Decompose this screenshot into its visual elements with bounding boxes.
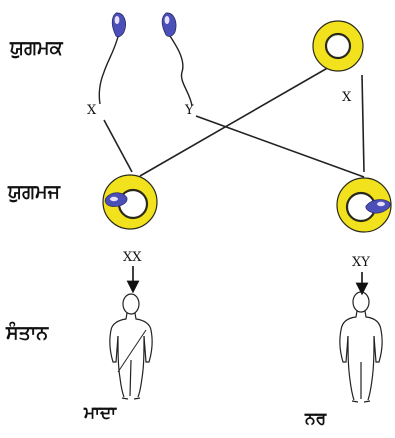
sperm-left — [99, 13, 125, 104]
sperm-right — [162, 13, 192, 106]
male-figure — [340, 292, 382, 402]
female-figure — [110, 294, 152, 399]
zygote-xx-chromosomes: XX — [123, 250, 142, 265]
zygote-xy — [337, 178, 391, 232]
egg-cell — [313, 21, 363, 71]
male-caption: ਨਰ — [305, 409, 326, 429]
zygote-xy-chromosomes: XY — [352, 255, 370, 270]
female-caption: ਮਾਦਾ — [84, 403, 116, 423]
zygote-xx — [103, 175, 157, 229]
egg-chromosome: X — [342, 90, 351, 105]
line-y-sperm-to-xy — [196, 116, 364, 177]
offspring-label: ਸੰਤਾਨ — [6, 322, 48, 344]
line-egg-to-xx — [140, 66, 331, 176]
cross-lines — [104, 66, 364, 177]
sperm-left-chromosome: X — [87, 103, 96, 118]
line-egg-to-xy — [362, 75, 364, 172]
line-x-sperm-to-xx — [104, 120, 132, 172]
zygote-label: ਯੁਗਮਜ — [8, 181, 60, 203]
sperm-right-chromosome: Y — [185, 103, 194, 118]
gametes-label: ਯੁਗਮਕ — [10, 37, 63, 59]
